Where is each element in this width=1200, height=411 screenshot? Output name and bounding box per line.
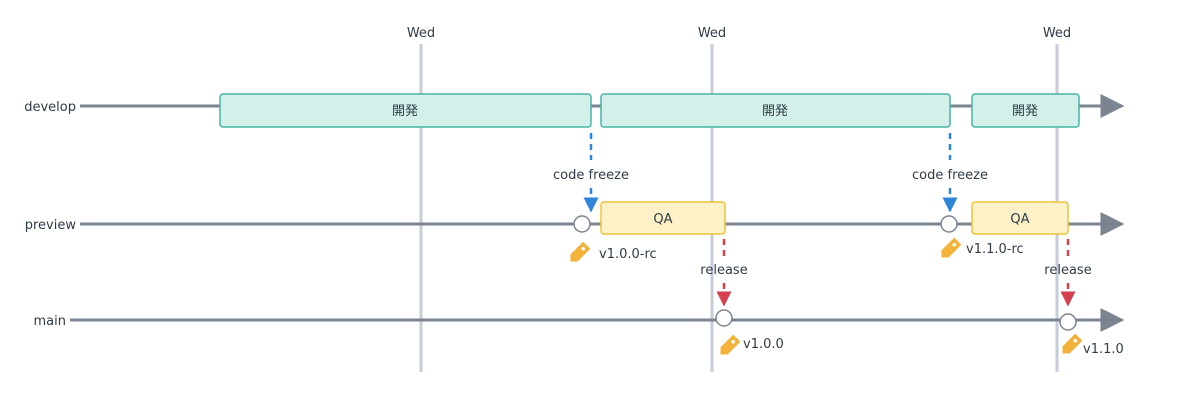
lane-label-preview: preview [25, 218, 77, 233]
freeze-arrow-2-label: code freeze [912, 168, 988, 183]
dev-block-1 [219, 93, 592, 128]
tag-icon [570, 241, 591, 262]
commit-node-preview-2 [940, 215, 958, 233]
tag-label-1: v1.0.0-rc [599, 247, 657, 262]
dev-block-3-label: 開発 [1012, 104, 1038, 119]
tags: v1.0.0-rc v1.1.0-rc v1.0.0 v1.1.0 [570, 237, 1124, 357]
qa-block-1 [600, 201, 726, 235]
freeze-arrow-1-label: code freeze [553, 168, 629, 183]
qa-blocks: QA QA [600, 201, 1069, 235]
dev-blocks: 開発 開発 開発 [219, 93, 1080, 128]
tag-label-4: v1.1.0 [1083, 342, 1124, 357]
lanes: develop preview main [24, 94, 1125, 332]
tag-label-3: v1.0.0 [743, 337, 784, 352]
dev-block-3 [971, 93, 1080, 128]
qa-block-1-label: QA [653, 212, 672, 227]
day-label-1: Wed [407, 26, 435, 41]
commit-node-main-2 [1059, 313, 1077, 331]
day-label-2: Wed [698, 26, 726, 41]
day-label-3: Wed [1043, 26, 1071, 41]
commit-node-main-1 [715, 309, 733, 327]
release-arrows: release release [700, 239, 1092, 307]
release-arrow-2-label: release [1044, 263, 1091, 278]
dev-block-2-label: 開発 [762, 104, 788, 119]
commit-nodes [573, 215, 1077, 331]
tag-icon [941, 237, 962, 258]
commit-node-preview-1 [573, 215, 591, 233]
tag-icon [720, 334, 741, 355]
release-arrow-1-label: release [700, 263, 747, 278]
freeze-arrows: code freeze code freeze [553, 133, 988, 213]
lane-label-main: main [34, 314, 66, 329]
dev-block-1-label: 開発 [392, 104, 418, 119]
dev-block-2 [600, 93, 951, 128]
lane-label-develop: develop [24, 100, 76, 115]
qa-block-2 [971, 201, 1069, 235]
qa-block-2-label: QA [1010, 212, 1029, 227]
tag-label-2: v1.1.0-rc [966, 242, 1024, 257]
tag-icon [1062, 333, 1083, 354]
